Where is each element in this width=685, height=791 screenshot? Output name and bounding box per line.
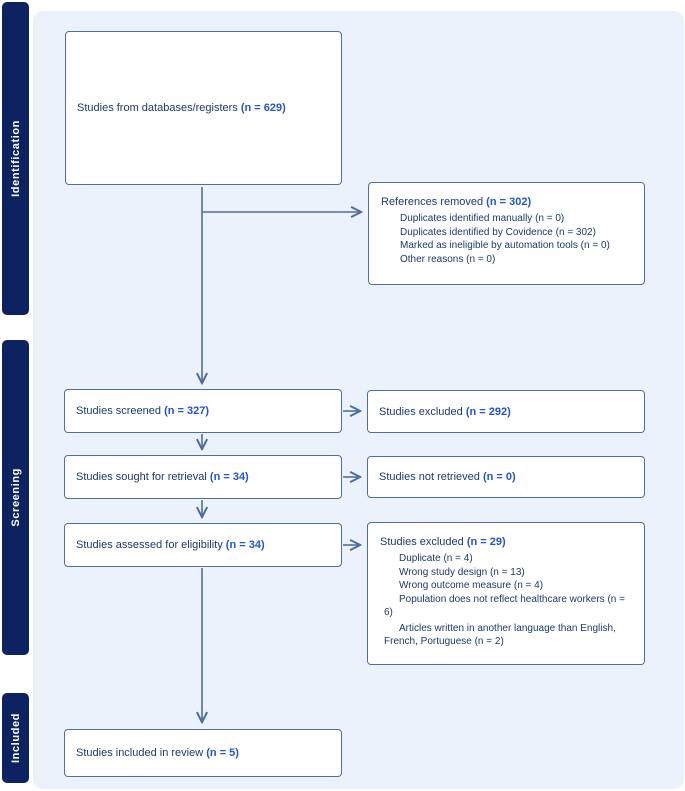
box-label: Studies included in review [76, 747, 207, 759]
box-title: Studies assessed for eligibility (n = 34… [76, 538, 265, 552]
box-studies-not-retrieved: Studies not retrieved (n = 0) [367, 456, 645, 498]
n-count: (n = 302) [486, 196, 532, 208]
box-references-removed: References removed (n = 302) Duplicates … [368, 182, 645, 285]
box-studies-sought-retrieval: Studies sought for retrieval (n = 34) [64, 455, 342, 499]
reason-item: Duplicate (n = 4) [399, 553, 473, 564]
reason-item: Wrong outcome measure (n = 4) [399, 580, 544, 591]
stage-label-text: Screening [9, 468, 22, 527]
reason-item: Articles written in another language tha… [384, 622, 616, 648]
box-studies-excluded-screening: Studies excluded (n = 292) [367, 390, 645, 433]
stage-label-text: Included [9, 712, 22, 764]
box-title: References removed (n = 302) [381, 195, 634, 209]
reason-item: Marked as ineligible by automation tools… [400, 240, 610, 251]
n-count: (n = 292) [465, 405, 511, 418]
box-title: Studies excluded (n = 292) [379, 405, 511, 419]
reason-list: Duplicates identified manually (n = 0) D… [381, 212, 634, 266]
box-title: Studies sought for retrieval (n = 34) [76, 470, 249, 484]
box-title: Studies excluded (n = 29) [380, 535, 634, 549]
stage-label-included: Included [2, 693, 29, 783]
n-count: (n = 629) [240, 102, 286, 114]
reason-item: Wrong study design (n = 13) [399, 566, 525, 578]
n-count: (n = 0) [482, 471, 516, 483]
reason-item: Duplicates identified manually (n = 0) [400, 213, 565, 224]
box-studies-screened: Studies screened (n = 327) [64, 389, 342, 433]
box-label: Studies sought for retrieval [76, 471, 210, 483]
box-studies-included-review: Studies included in review (n = 5) [64, 729, 342, 777]
box-title: Studies included in review (n = 5) [76, 746, 239, 760]
reason-item: Population does not reflect healthcare w… [384, 593, 625, 619]
box-studies-assessed-eligibility: Studies assessed for eligibility (n = 34… [64, 523, 342, 567]
n-count: (n = 5) [206, 747, 239, 759]
n-count: (n = 29) [466, 536, 506, 548]
n-count: (n = 327) [164, 405, 209, 417]
box-studies-from-databases: Studies from databases/registers (n = 62… [65, 31, 342, 185]
box-label: Studies excluded [379, 405, 466, 418]
box-studies-excluded-eligibility: Studies excluded (n = 29) Duplicate (n =… [367, 522, 645, 665]
stage-label-screening: Screening [2, 340, 29, 655]
n-count: (n = 34) [209, 471, 249, 483]
box-label: References removed [381, 196, 487, 208]
stage-label-text: Identification [9, 120, 22, 197]
box-label: Studies from databases/registers [77, 102, 241, 114]
box-title: Studies screened (n = 327) [76, 404, 209, 418]
box-title: Studies not retrieved (n = 0) [379, 470, 516, 484]
reason-list: Duplicate (n = 4) Wrong study design (n … [380, 552, 634, 649]
box-title: Studies from databases/registers (n = 62… [77, 101, 286, 115]
stage-label-identification: Identification [2, 2, 29, 315]
reason-item: Duplicates identified by Covidence (n = … [400, 226, 596, 238]
box-label: Studies assessed for eligibility [76, 539, 226, 551]
box-label: Studies screened [76, 405, 165, 417]
box-label: Studies not retrieved [379, 471, 483, 483]
reason-item: Other reasons (n = 0) [400, 253, 496, 265]
n-count: (n = 34) [225, 539, 265, 551]
box-label: Studies excluded [380, 536, 467, 548]
